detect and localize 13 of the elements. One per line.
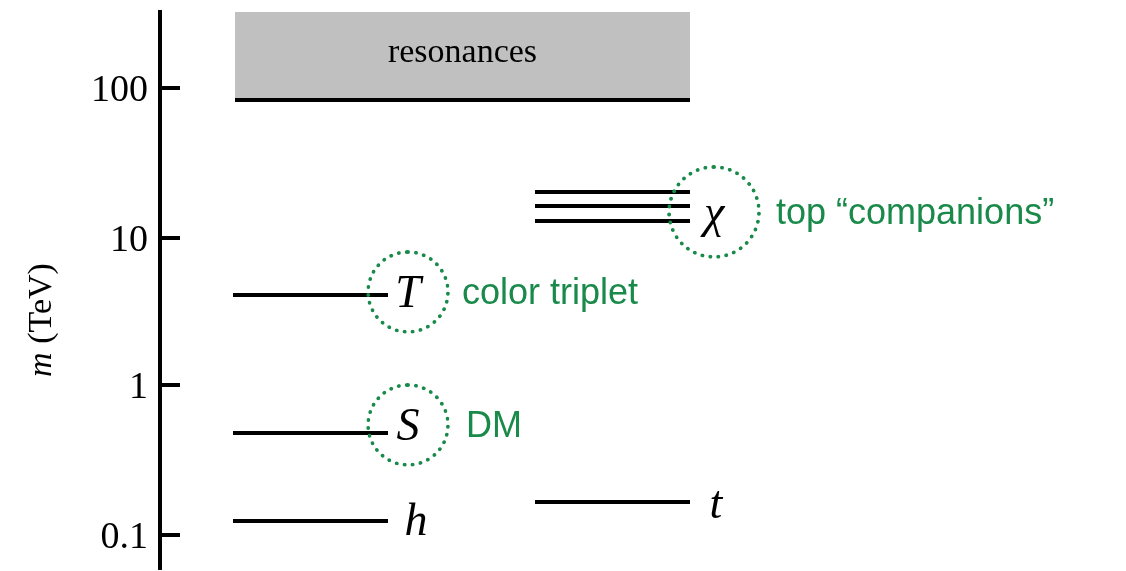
band-label: resonances: [387, 34, 538, 68]
particle-role-label: color triplet: [462, 274, 639, 310]
tick-label: 100: [91, 69, 148, 107]
tick-label: 10: [110, 219, 148, 257]
particle-role-label: DM: [466, 407, 522, 443]
particle-role-label: top “companions”: [776, 194, 1055, 230]
axis-title: m (TeV): [23, 263, 57, 377]
tick-label: 0.1: [100, 516, 148, 554]
particle-symbol: t: [709, 480, 723, 526]
tick-label: 1: [129, 366, 148, 404]
resonance-band: [235, 12, 690, 102]
particle-symbol: S: [396, 402, 420, 448]
particle-symbol: h: [404, 497, 428, 543]
